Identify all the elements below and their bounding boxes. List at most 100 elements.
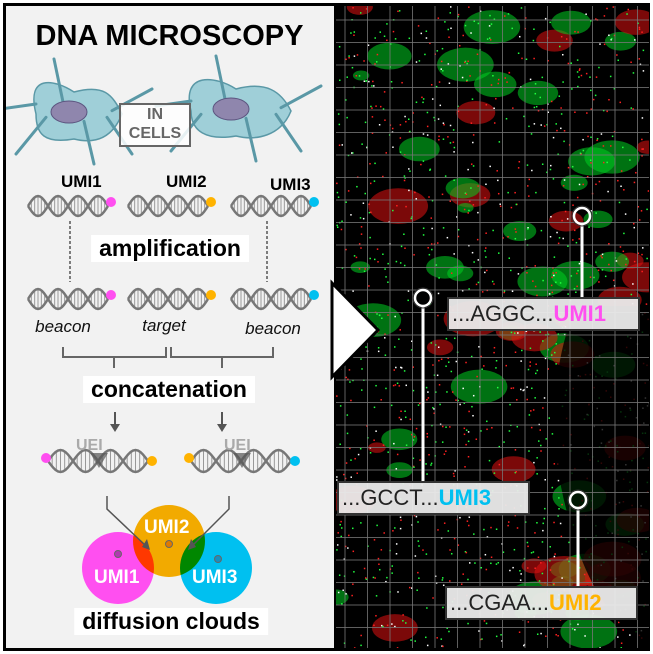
signal-point	[350, 214, 352, 216]
dna-helix	[126, 194, 210, 218]
signal-point	[503, 441, 505, 443]
signal-point	[396, 647, 399, 648]
signal-point	[394, 315, 396, 318]
signal-point	[464, 61, 466, 64]
signal-point	[576, 196, 579, 199]
signal-point	[550, 164, 552, 167]
signal-point	[339, 405, 342, 407]
signal-point	[548, 417, 551, 419]
signal-point	[509, 403, 511, 406]
signal-point	[497, 78, 500, 81]
signal-point	[431, 199, 434, 202]
signal-point	[338, 144, 341, 147]
signal-point	[481, 291, 484, 293]
signal-point	[368, 285, 370, 287]
signal-point	[369, 236, 371, 239]
signal-point	[358, 243, 361, 245]
signal-point	[398, 10, 401, 12]
signal-point	[471, 251, 474, 254]
signal-point	[386, 576, 388, 579]
signal-point	[526, 164, 529, 166]
signal-point	[412, 457, 415, 460]
signal-point	[475, 283, 478, 286]
signal-point	[420, 163, 422, 166]
signal-point	[346, 432, 349, 435]
signal-point	[526, 398, 528, 401]
signal-point	[404, 115, 406, 118]
signal-point	[383, 91, 386, 93]
signal-point	[436, 637, 438, 639]
signal-point	[493, 351, 495, 354]
signal-point	[436, 242, 439, 244]
signal-point	[534, 265, 537, 267]
signal-point	[435, 264, 438, 266]
signal-point	[544, 17, 547, 20]
signal-blob	[457, 202, 474, 213]
signal-point	[638, 58, 641, 60]
signal-point	[571, 88, 573, 90]
signal-point	[579, 68, 581, 70]
signal-point	[625, 263, 627, 266]
signal-point	[417, 521, 419, 523]
signal-point	[602, 145, 605, 147]
signal-point	[358, 75, 361, 77]
signal-point	[382, 444, 385, 446]
signal-point	[493, 472, 496, 474]
signal-point	[518, 160, 521, 163]
signal-point	[359, 447, 362, 450]
signal-point	[485, 622, 488, 625]
signal-point	[445, 450, 447, 452]
signal-point	[469, 200, 471, 203]
signal-blob	[560, 614, 618, 648]
signal-point	[425, 636, 427, 639]
signal-point	[408, 586, 411, 589]
signal-point	[585, 13, 587, 15]
signal-point	[339, 443, 341, 446]
signal-point	[385, 152, 387, 154]
signal-point	[533, 57, 535, 60]
signal-point	[470, 163, 473, 165]
signal-point	[442, 227, 445, 229]
signal-point	[477, 281, 480, 284]
signal-point	[521, 57, 523, 60]
signal-point	[360, 233, 363, 235]
strand	[126, 194, 210, 218]
signal-point	[570, 275, 573, 277]
signal-point	[364, 121, 367, 124]
signal-point	[446, 236, 449, 239]
cell-process	[274, 112, 303, 153]
signal-point	[348, 369, 351, 371]
signal-point	[635, 171, 637, 174]
signal-point	[422, 160, 425, 162]
signal-point	[528, 195, 530, 197]
signal-point	[571, 165, 574, 168]
signal-point	[512, 566, 514, 569]
signal-point	[430, 342, 433, 344]
uei-label-2: UEI	[224, 437, 251, 454]
signal-point	[418, 402, 421, 405]
signal-point	[380, 624, 383, 627]
cloud-center	[214, 555, 222, 563]
signal-point	[472, 204, 475, 206]
signal-point	[645, 303, 648, 305]
signal-point	[598, 281, 600, 283]
signal-point	[396, 453, 399, 456]
signal-point	[531, 169, 533, 172]
signal-point	[337, 532, 339, 534]
signal-point	[391, 572, 393, 574]
signal-point	[436, 50, 439, 52]
signal-point	[527, 621, 530, 623]
signal-point	[428, 253, 431, 256]
signal-point	[473, 20, 476, 23]
signal-point	[577, 85, 579, 88]
signal-point	[373, 439, 375, 441]
signal-point	[381, 317, 383, 320]
strand	[126, 287, 210, 311]
signal-point	[447, 530, 450, 532]
signal-point	[460, 583, 463, 585]
signal-point	[386, 39, 388, 42]
signal-point	[466, 79, 468, 82]
signal-point	[555, 343, 558, 345]
signal-point	[449, 12, 452, 14]
signal-point	[434, 441, 437, 443]
